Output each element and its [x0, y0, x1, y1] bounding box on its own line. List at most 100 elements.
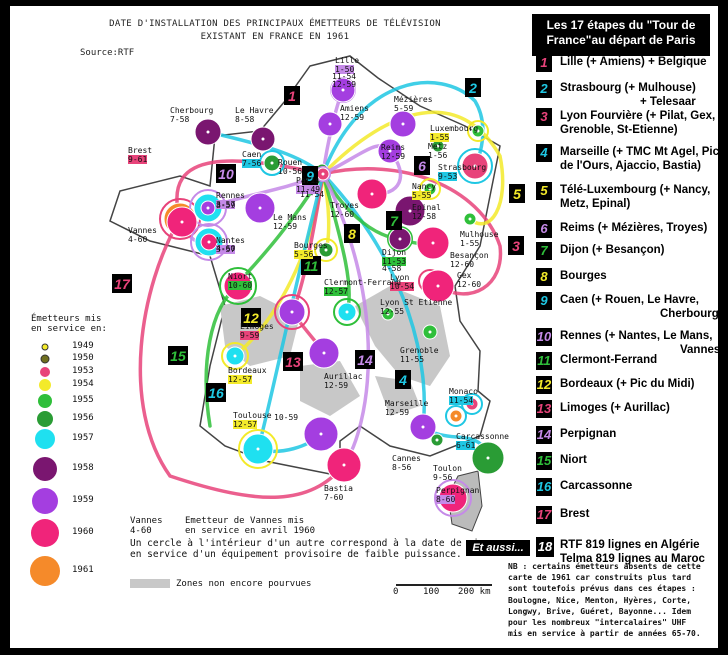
route-number-badge: 13 — [283, 352, 303, 371]
vannes-example-desc: Emetteur de Vannes mis en service en avr… — [185, 516, 316, 536]
transmitter-dot — [207, 240, 211, 244]
city-date: 7-58 — [170, 115, 190, 124]
city-date: 8-58 — [235, 115, 255, 124]
transmitter-dot — [321, 172, 325, 176]
map-page: DATE D'INSTALLATION DES PRINCIPAUX ÉMETT… — [10, 6, 724, 648]
stage-text: Brest — [560, 508, 590, 520]
city-name: Grenoble — [400, 346, 439, 355]
route-number-badge: 8 — [344, 224, 360, 243]
city-date: 12-59 — [381, 152, 406, 161]
city-date: 8-56 — [392, 463, 412, 472]
transmitter-dot — [319, 432, 323, 436]
stage-number-badge: 8 — [536, 268, 552, 286]
city-label: 11-54 — [300, 190, 324, 199]
city-name: Troyes — [330, 201, 359, 210]
transmitter-dot — [454, 414, 458, 418]
city-label: 12-59 — [332, 80, 356, 89]
city-date: 12-60 — [457, 280, 482, 289]
stage-number-badge: 5 — [536, 182, 552, 200]
city-name: Lyon St Etienne — [380, 298, 453, 307]
year-swatch-1949 — [41, 343, 49, 351]
route-ring — [434, 479, 472, 517]
city-name: Limoges — [240, 322, 274, 331]
city-name: Bourges — [294, 241, 328, 250]
stage-text: de l'Ours, Ajaccio, Bastia) — [560, 160, 701, 172]
city-date: 6-61 — [456, 441, 476, 450]
city-name: Bordeaux — [228, 366, 267, 375]
city-date: 12-59 — [273, 222, 298, 231]
city-name: Clermont-Ferrand — [324, 278, 402, 287]
stage-text: Bordeaux (+ Pic du Midi) — [560, 378, 695, 390]
france-outline — [109, 55, 501, 477]
stage-text: Metz, Epinal) — [560, 198, 631, 210]
city-date: 4-60 — [216, 244, 236, 253]
city-name: Strasbourg — [438, 163, 487, 172]
transmitter-dot — [342, 463, 346, 467]
city-date: 1-55 — [430, 133, 450, 142]
stage-number-badge: 15 — [536, 452, 552, 470]
city-date: 12-59 — [332, 80, 357, 89]
route-number-badge: 16 — [206, 383, 226, 402]
stage-text: Strasbourg (+ Mulhouse) — [560, 82, 696, 94]
city-name: Amiens — [340, 104, 369, 113]
city-date: 7-56 — [242, 159, 262, 168]
transmitter-dot — [206, 130, 210, 134]
stage-text: Caen (+ Rouen, Le Havre, — [560, 294, 699, 306]
transmitter-dot — [261, 137, 265, 141]
city-date: 12-57 — [233, 420, 258, 429]
transmitter-dot — [180, 220, 184, 224]
stage-text: Bourges — [560, 270, 607, 282]
stage-number-badge: 3 — [536, 108, 552, 126]
stage-number-badge: 12 — [536, 376, 552, 394]
route-ring — [467, 120, 489, 142]
city-date: 10-54 — [390, 282, 415, 291]
vannes-example: Vannes 4-60 — [130, 516, 163, 536]
city-name: Toulouse — [233, 411, 272, 420]
transmitter-dot — [428, 330, 432, 334]
city-name: Aurillac — [324, 372, 363, 381]
year-label: 1957 — [72, 433, 94, 443]
route-number: 7 — [390, 213, 399, 229]
route-number-badge: 6 — [414, 156, 430, 175]
stage-text: Télé-Luxembourg (+ Nancy, — [560, 184, 711, 196]
route-number: 17 — [114, 276, 131, 292]
year-swatch-1957 — [35, 429, 55, 449]
transmitter-dot — [290, 310, 294, 314]
city-date: 7-60 — [324, 493, 344, 502]
city-date: 11-54 — [449, 396, 474, 405]
city-date: 12-55 — [380, 307, 405, 316]
city-name: Marseille — [385, 399, 429, 408]
year-swatch-1961 — [30, 556, 60, 586]
city-name: Paris — [296, 176, 321, 185]
city-date: 12-59 — [385, 408, 410, 417]
city-date: 9-59 — [240, 331, 260, 340]
year-swatch-1955 — [38, 394, 52, 408]
route-number-badge: 11 — [301, 256, 321, 275]
scale-200: 200 km — [458, 587, 491, 597]
city-date: 12-60 — [450, 260, 475, 269]
stage-number-badge: 17 — [536, 506, 552, 524]
route-ring — [190, 223, 228, 261]
transmitter-dot — [258, 206, 262, 210]
city-date: 5-56 — [294, 250, 314, 259]
transmitter-dot — [270, 161, 274, 165]
transmitter-dot — [435, 438, 439, 442]
city-name: Rouen — [278, 158, 303, 167]
city-name: Le Mans — [273, 213, 307, 222]
city-name: Cherbourg — [170, 106, 214, 115]
